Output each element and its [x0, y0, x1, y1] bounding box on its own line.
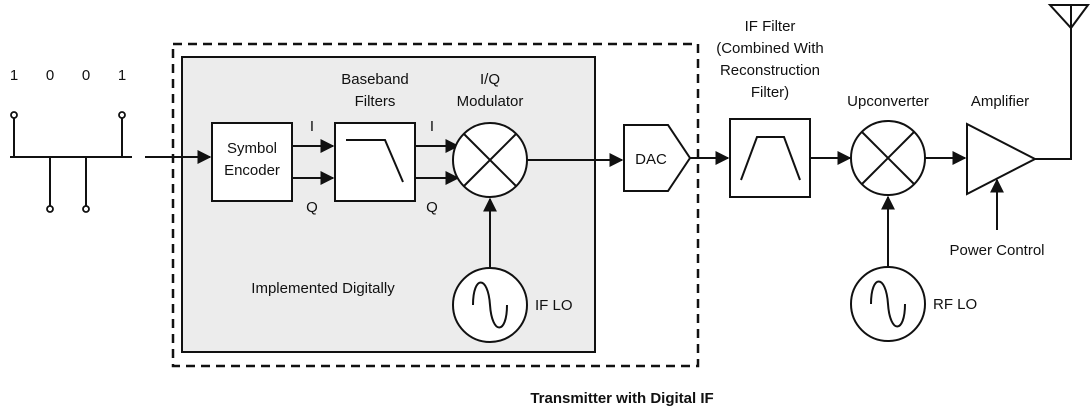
iq-modulator-label-1: I/Q	[480, 71, 500, 88]
bit-label: 1	[118, 67, 126, 84]
i-label: I	[310, 118, 314, 135]
antenna-icon	[1047, 4, 1090, 30]
baseband-filters-block	[334, 122, 416, 202]
symbol-encoder-label-2: Encoder	[224, 162, 280, 179]
output-line	[1035, 28, 1072, 160]
q-label: Q	[306, 199, 318, 216]
dac-block	[623, 124, 692, 192]
iq-modulator-label-2: Modulator	[457, 93, 524, 110]
bit-label: 1	[10, 67, 18, 84]
mixer-icon	[452, 122, 528, 198]
symbol-encoder-label-1: Symbol	[227, 140, 277, 157]
rf-lo-label: RF LO	[933, 296, 977, 313]
amplifier-label: Amplifier	[971, 93, 1029, 110]
if-lo-oscillator-icon	[452, 267, 528, 343]
implemented-digitally-label: Implemented Digitally	[251, 280, 395, 297]
bandpass-filter-icon	[740, 136, 801, 181]
q-out-label: Q	[426, 199, 438, 216]
if-filter-label-1: IF Filter	[745, 18, 796, 35]
power-control-label: Power Control	[949, 242, 1044, 259]
if-filter-label-4: Filter)	[751, 84, 789, 101]
bit-stream: 1 0 0 1	[10, 67, 132, 213]
bit-label: 0	[46, 67, 54, 84]
if-filter-block	[729, 118, 811, 198]
baseband-filters-label-2: Filters	[355, 93, 396, 110]
dac-label: DAC	[635, 151, 667, 168]
lowpass-filter-icon	[346, 139, 404, 183]
i-out-label: I	[430, 118, 434, 135]
symbol-encoder-block	[211, 122, 293, 202]
baseband-filters-label-1: Baseband	[341, 71, 409, 88]
rf-lo-oscillator-icon	[850, 266, 926, 342]
bit-label: 0	[82, 67, 90, 84]
if-filter-label-2: (Combined With	[716, 40, 824, 57]
figure-caption: Transmitter with Digital IF	[530, 390, 713, 407]
amplifier-triangle	[966, 122, 1038, 196]
if-filter-label-3: Reconstruction	[720, 62, 820, 79]
upconverter-title: Upconverter	[847, 93, 929, 110]
upconverter-mixer-icon	[850, 120, 926, 196]
digital-region-outline	[171, 42, 700, 368]
if-lo-label: IF LO	[535, 297, 573, 314]
